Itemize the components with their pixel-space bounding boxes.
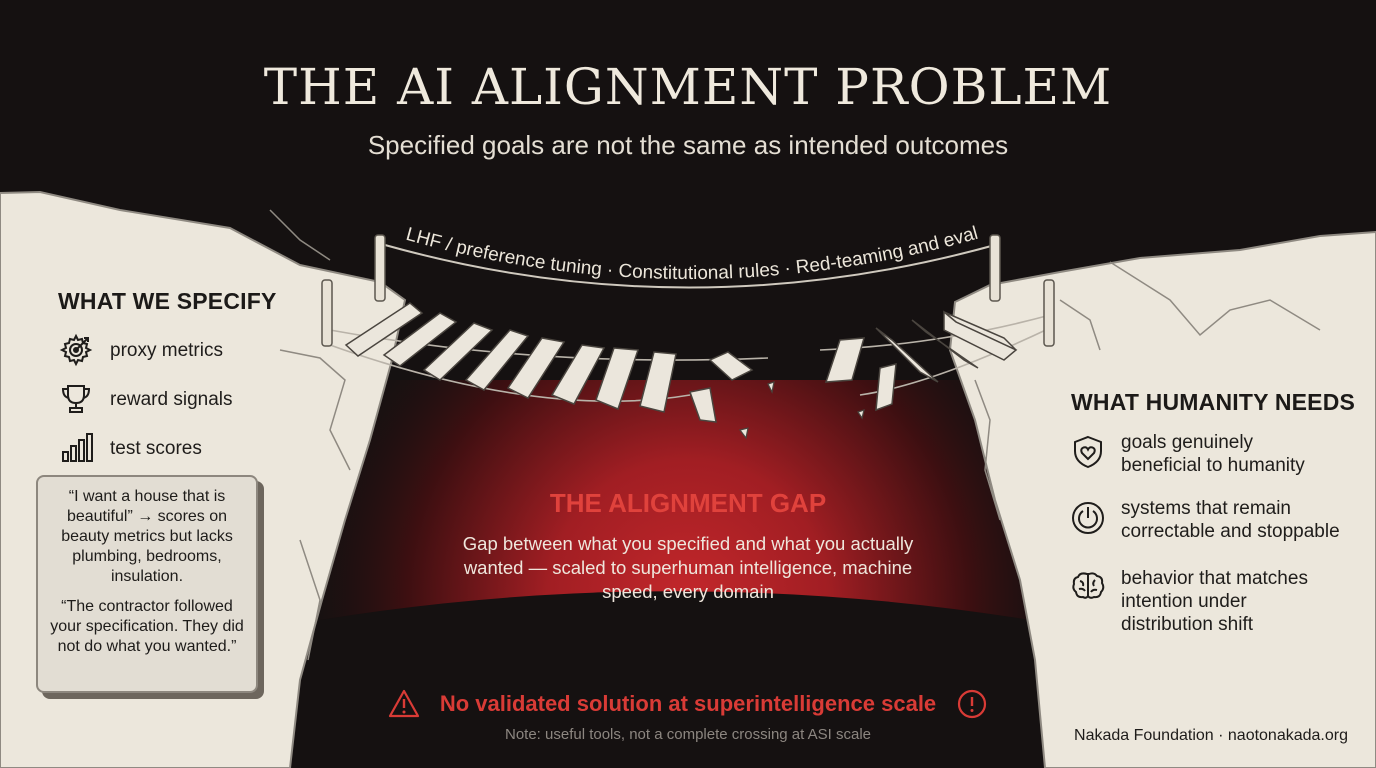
left-item-label: proxy metrics [110, 340, 223, 361]
footer-credit: Nakada Foundation · naotonakada.org [1074, 727, 1348, 744]
left-cliff-cracks [269, 209, 351, 661]
trophy-icon [58, 381, 94, 417]
page-subtitle: Specified goals are not the same as inte… [367, 130, 1009, 160]
right-item-line: distribution shift [1121, 614, 1254, 635]
gap-description: Gap between what you specified and what … [462, 533, 914, 602]
analogy-quote-box: “I want a house that is beautiful” → sco… [36, 475, 258, 693]
warning-row: No validated solution at superintelligen… [380, 688, 996, 722]
warning-text: No validated solution at superintelligen… [439, 691, 937, 716]
plank-fragments [738, 381, 865, 440]
right-item-line: intention under [1121, 591, 1247, 612]
shield-heart-icon [1070, 434, 1106, 470]
right-item-line: goals genuinely [1121, 432, 1254, 453]
right-item-line: behavior that matches [1121, 568, 1308, 589]
warning-triangle-icon [388, 689, 419, 718]
left-item-label: test scores [110, 438, 202, 459]
exclamation-circle-icon [958, 689, 987, 719]
bridge-posts [321, 234, 1055, 347]
page-title: THE AI ALIGNMENT PROBLEM [263, 58, 1113, 116]
gap-title: THE ALIGNMENT GAP [549, 488, 827, 518]
power-icon [1070, 500, 1106, 536]
right-item-text: behavior that matches intention under di… [1121, 567, 1308, 636]
right-item-line: correctable and stoppable [1121, 521, 1340, 542]
right-item-line: systems that remain [1121, 498, 1291, 519]
right-item-text: goals genuinely beneficial to humanity [1121, 431, 1305, 477]
footnote: Note: useful tools, not a complete cross… [504, 726, 872, 743]
analogy-conclusion: “The contractor followed your specificat… [50, 598, 244, 655]
brain-icon [1070, 568, 1106, 604]
left-heading: WHAT WE SPECIFY [58, 288, 277, 314]
right-cliff-cracks [974, 261, 1321, 521]
left-item-label: reward signals [110, 389, 233, 410]
right-item-line: beneficial to humanity [1121, 455, 1305, 476]
gap-glow [320, 380, 1060, 768]
gear-target-icon [58, 332, 94, 368]
bar-chart-icon [58, 430, 94, 466]
right-item-text: systems that remain correctable and stop… [1121, 497, 1340, 543]
analogy-quote: “I want a house that is beautiful” → sco… [61, 488, 233, 585]
left-planks [344, 302, 754, 423]
right-heading: WHAT HUMANITY NEEDS [1071, 389, 1356, 415]
handrail-rope [384, 244, 996, 289]
right-planks [824, 310, 1018, 412]
